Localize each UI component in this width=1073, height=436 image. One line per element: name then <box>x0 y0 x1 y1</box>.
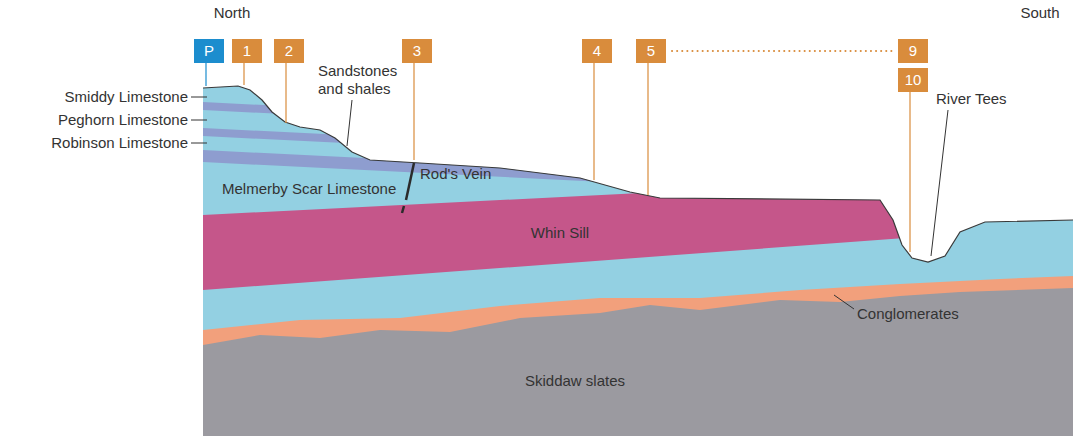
vein-label: Rod's Vein <box>420 165 491 183</box>
callout-number: 3 <box>413 43 421 59</box>
callout-box: 1 <box>232 39 262 63</box>
callout-number: P <box>204 43 214 59</box>
shale-band <box>203 102 700 135</box>
callout-box: P <box>194 39 224 63</box>
river-label: River Tees <box>936 90 1007 108</box>
callout-box: 2 <box>274 39 304 63</box>
stratum-label: Peghorn Limestone <box>58 111 188 129</box>
leader-line <box>285 63 286 123</box>
callout-number: 1 <box>243 43 251 59</box>
leader-line <box>205 63 206 86</box>
dotted-connector <box>672 51 892 52</box>
callout-number: 5 <box>647 43 655 59</box>
compass-label: South <box>1020 4 1059 22</box>
callout-number: 10 <box>905 72 922 88</box>
leader-line <box>191 143 207 144</box>
leader-line <box>647 63 648 195</box>
whin-sill <box>203 190 905 290</box>
mineral-vein <box>406 163 414 200</box>
strata <box>203 80 1073 436</box>
callout-box: 9 <box>898 39 928 63</box>
leader-line <box>191 97 207 98</box>
stratum-label: Sandstones and shales <box>318 62 404 98</box>
leader-line <box>413 63 414 160</box>
stratum-label: Smiddy Limestone <box>65 88 188 106</box>
skiddaw-slates <box>203 288 1073 436</box>
leader-line <box>593 63 594 180</box>
leader-line <box>243 63 244 85</box>
stratum-label: Conglomerates <box>857 305 959 323</box>
stratum-label: Robinson Limestone <box>51 134 188 152</box>
leader-line <box>347 100 352 146</box>
callout-box: 3 <box>402 39 432 63</box>
ground-surface <box>203 86 1073 262</box>
callout-box: 5 <box>636 39 666 63</box>
leader-line <box>834 295 854 309</box>
stratum-label: Whin Sill <box>531 224 589 242</box>
callout-number: 9 <box>909 43 917 59</box>
callout-number: 2 <box>285 43 293 59</box>
compass-label: North <box>214 4 251 22</box>
dotted-connector-line <box>672 50 892 52</box>
conglomerates <box>203 276 1073 436</box>
callout-box: 4 <box>582 39 612 63</box>
mineral-vein <box>402 206 404 213</box>
limestone <box>203 80 1073 436</box>
leader-line <box>191 120 207 121</box>
callout-number: 4 <box>593 43 601 59</box>
callout-box: 10 <box>898 68 928 92</box>
leader-line <box>931 110 948 256</box>
stratum-label: Skiddaw slates <box>525 372 625 390</box>
stratum-label: Melmerby Scar Limestone <box>222 180 396 198</box>
leader-line <box>909 92 910 252</box>
